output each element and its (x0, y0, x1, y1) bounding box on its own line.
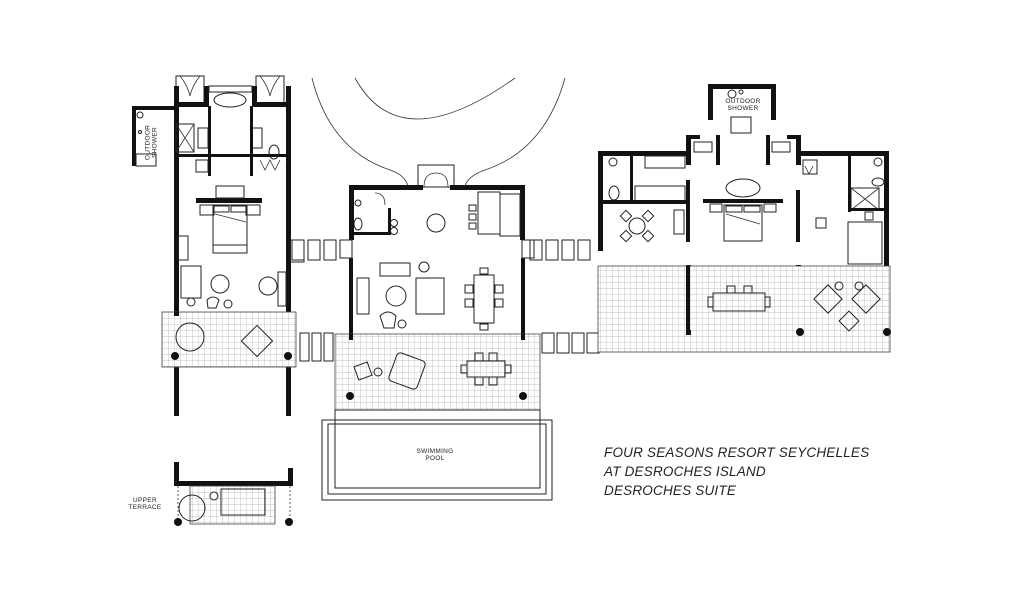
outdoor-shower-left-text: OUTDOOR SHOWER (144, 124, 159, 161)
title-line2: AT DESROCHES ISLAND (604, 464, 766, 479)
stepping-stones (291, 239, 600, 362)
upper-terrace-line2: TERRACE (128, 504, 162, 512)
upper-terrace-label: UPPER TERRACE (122, 497, 168, 512)
right-master-pavilion (597, 84, 891, 353)
title-line3: DESROCHES SUITE (604, 483, 737, 498)
upper-terrace (174, 462, 293, 526)
left-bedroom-pavilion (132, 75, 305, 416)
upper-terrace-line1: UPPER (133, 497, 157, 504)
swimming-pool-label: SWIMMING POOL (400, 448, 470, 463)
outdoor-shower-right-line2: SHOWER (727, 105, 759, 113)
center-living-pavilion (321, 164, 553, 501)
pool-line2: POOL (425, 455, 445, 463)
driveway-arcs (311, 77, 566, 187)
outdoor-shower-right-line1: OUTDOOR (725, 98, 761, 105)
plan-title: FOUR SEASONS RESORT SEYCHELLES AT DESROC… (604, 443, 869, 500)
outdoor-shower-right-label: OUTDOOR SHOWER (718, 98, 768, 113)
title-line1: FOUR SEASONS RESORT SEYCHELLES (604, 445, 870, 460)
outdoor-shower-left-label: OUTDOOR SHOWER (145, 117, 160, 167)
pool-line1: SWIMMING (416, 448, 454, 455)
